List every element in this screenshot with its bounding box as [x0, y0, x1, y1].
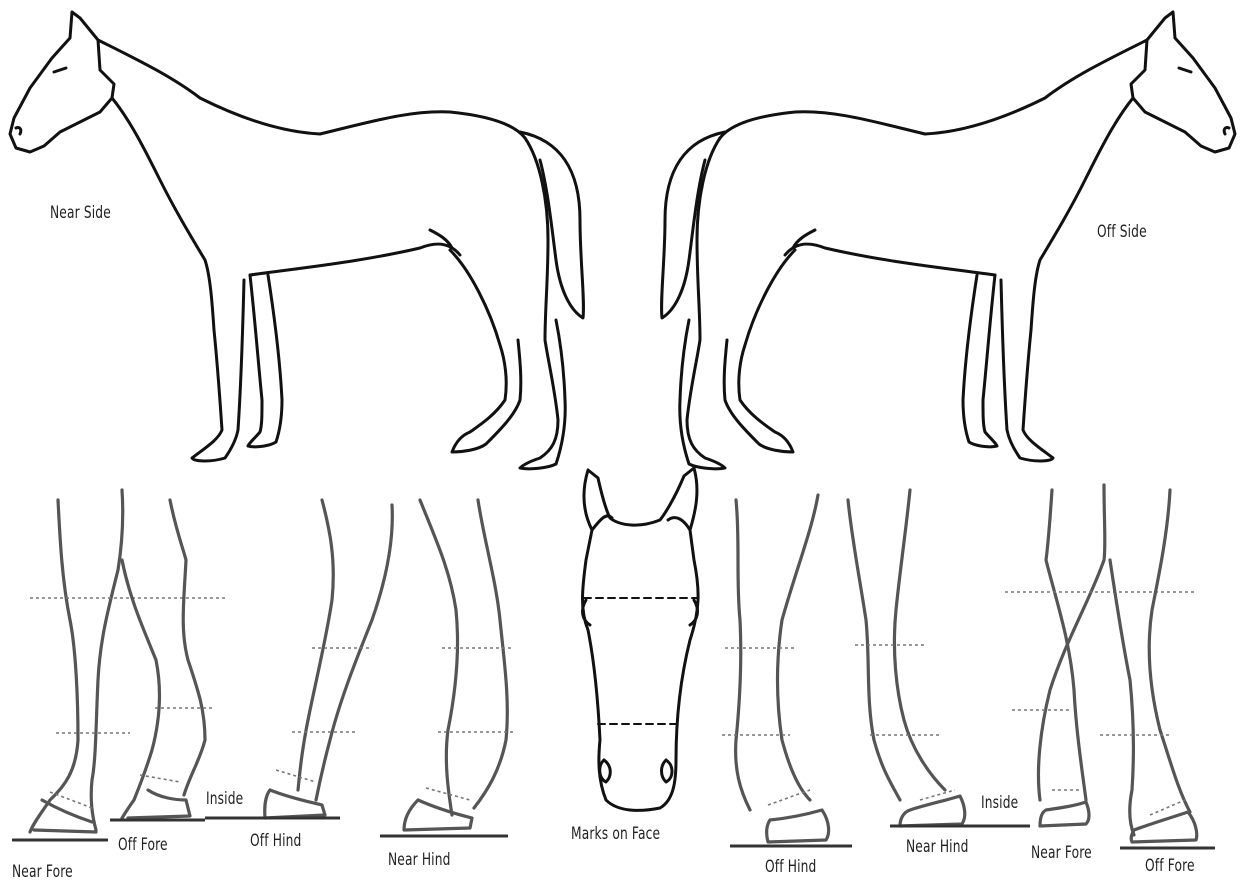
- near-side-horse: [10, 12, 583, 469]
- near-hind-left-label: Near Hind: [388, 850, 451, 870]
- leg-panel-right: [722, 485, 1215, 848]
- near-side-label: Near Side: [50, 203, 111, 223]
- off-side-horse: [662, 12, 1235, 469]
- leg-near-hind-left: [380, 500, 514, 836]
- off-fore-right-label: Off Fore: [1145, 856, 1195, 876]
- leg-near-fore-left: [12, 490, 225, 840]
- inside-left-label: Inside: [206, 789, 243, 809]
- inside-right-label: Inside: [981, 793, 1018, 813]
- marks-on-face-label: Marks on Face: [571, 824, 660, 844]
- off-hind-right-label: Off Hind: [765, 857, 816, 877]
- horse-face: [583, 468, 699, 810]
- leg-panel-left: [12, 490, 514, 840]
- leg-off-fore-right: [1100, 490, 1215, 848]
- off-fore-left-label: Off Fore: [118, 835, 168, 855]
- off-side-label: Off Side: [1097, 222, 1147, 242]
- leg-off-hind-right: [722, 495, 852, 846]
- near-hind-right-label: Near Hind: [906, 837, 969, 857]
- leg-off-fore-left: [110, 500, 215, 820]
- near-fore-right-label: Near Fore: [1031, 843, 1092, 863]
- leg-near-hind-right: [848, 490, 1030, 826]
- off-hind-left-label: Off Hind: [250, 831, 301, 851]
- leg-off-hind-left: [205, 500, 392, 818]
- near-fore-left-label: Near Fore: [12, 862, 73, 882]
